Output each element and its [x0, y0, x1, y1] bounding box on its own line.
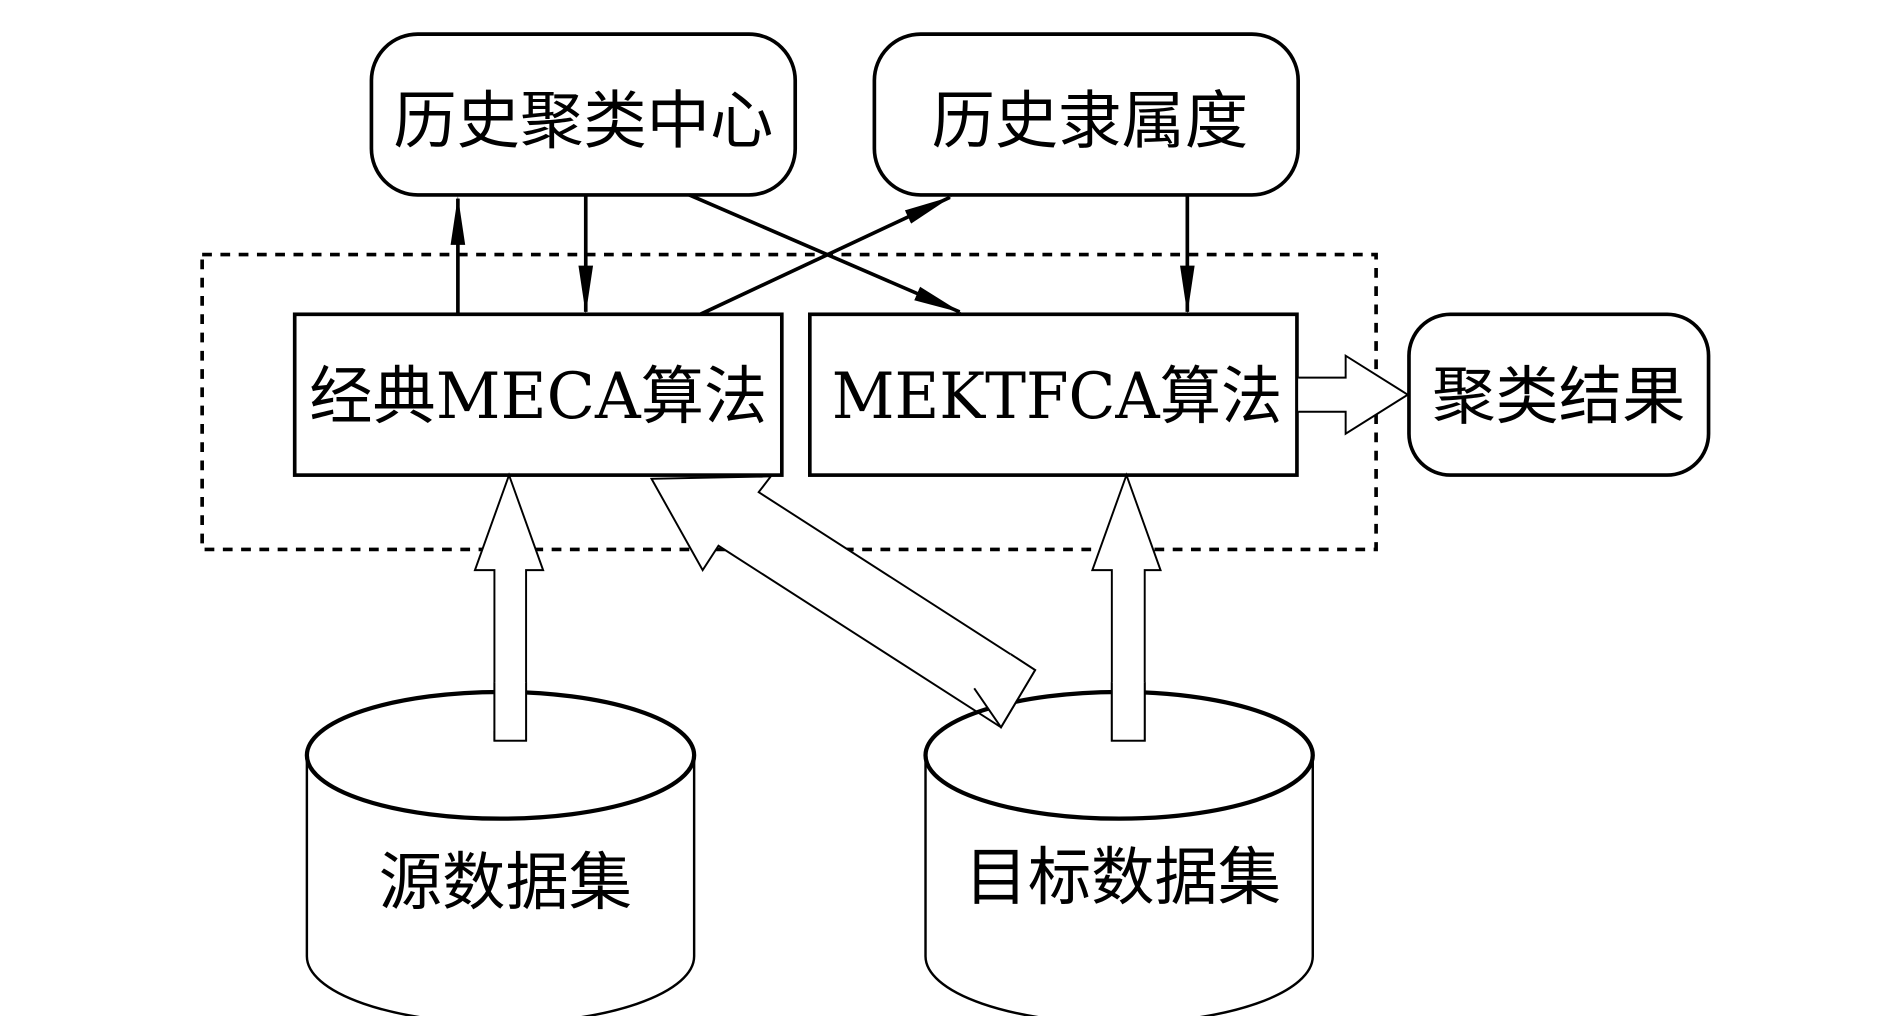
- node-classic-meca-label: 经典MECA算法: [309, 359, 767, 433]
- node-target-dataset[interactable]: 目标数据集: [923, 689, 1315, 1016]
- node-cluster-result[interactable]: 聚类结果: [1407, 312, 1711, 477]
- arrow-target-diag-overlay: [973, 653, 1037, 730]
- node-history-membership[interactable]: 历史隶属度: [872, 32, 1300, 197]
- arrow-meca-to-history-membership: [699, 195, 953, 316]
- node-source-dataset-label: 源数据集: [379, 845, 632, 919]
- node-mektfca[interactable]: MEKTFCA算法: [807, 312, 1299, 477]
- node-source-dataset[interactable]: 源数据集: [304, 689, 697, 1016]
- arrow-target-shaft-overlay: [1110, 682, 1146, 742]
- arrow-target-to-meca: [649, 475, 1037, 729]
- node-cluster-result-label: 聚类结果: [1432, 359, 1685, 433]
- arrow-source-shaft-overlay: [493, 682, 528, 742]
- node-classic-meca[interactable]: 经典MECA算法: [292, 312, 784, 477]
- node-history-centers-label: 历史聚类中心: [393, 84, 773, 158]
- node-mektfca-label: MEKTFCA算法: [832, 359, 1283, 433]
- node-history-centers[interactable]: 历史聚类中心: [369, 32, 798, 197]
- node-history-membership-label: 历史隶属度: [932, 84, 1249, 158]
- arrow-history-centers-to-mektfca: [688, 193, 962, 314]
- arrow-mektfca-to-cluster-result: [1298, 353, 1410, 436]
- node-target-dataset-label: 目标数据集: [965, 840, 1282, 914]
